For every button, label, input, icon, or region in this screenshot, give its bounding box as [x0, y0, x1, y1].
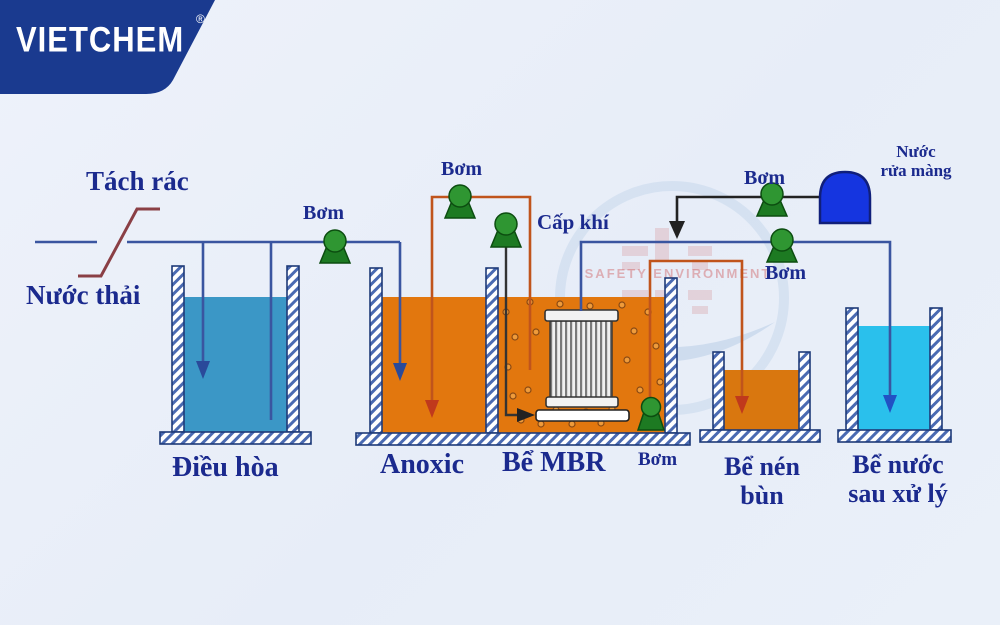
label-tank-sludge: Bể nén bùn: [703, 452, 821, 510]
pump-equalization: [318, 229, 352, 264]
membrane-module: [544, 309, 619, 408]
label-tank-treated-line1: Bể nước: [852, 450, 944, 479]
label-tank-sludge-line1: Bể nén: [724, 452, 800, 481]
label-pump-recirculation: Bơm: [441, 158, 483, 180]
logo-registered-mark: ®: [196, 12, 205, 26]
label-pump-permeate: Bơm: [765, 262, 807, 284]
label-trash-screen: Tách rác: [86, 166, 189, 196]
label-wash-water: Nước rửa màng: [856, 142, 976, 180]
watermark-text: SAFETY ENVIRONMENT: [584, 266, 772, 281]
tank-sludge-thickener: [699, 351, 821, 443]
label-influent: Nước thải: [26, 280, 141, 310]
pump-backwash: [755, 182, 789, 217]
pump-sludge: [636, 396, 666, 431]
label-pump-sludge: Bơm: [638, 449, 678, 470]
tank-equalization: [159, 265, 312, 445]
label-tank-treated: Bể nước sau xử lý: [830, 450, 966, 508]
logo-brand-text: VietChem: [16, 19, 185, 60]
tank-treated-water: [837, 307, 952, 443]
tank-anoxic: [369, 267, 486, 434]
influent-pipe: [35, 240, 402, 420]
permeate-pipe: [579, 240, 892, 396]
vietchem-logo: VietChem ®: [0, 0, 240, 110]
label-tank-treated-line2: sau xử lý: [848, 479, 948, 509]
wash-water-tank: [818, 170, 872, 225]
label-tank-sludge-line2: bùn: [740, 481, 784, 511]
label-wash-water-line2: rửa màng: [880, 161, 952, 181]
label-pump-backwash: Bơm: [744, 167, 786, 189]
air-diffuser: [535, 409, 630, 422]
sludge-pipe: [648, 259, 744, 400]
logo-shape: [0, 0, 215, 94]
label-air-supply: Cấp khí: [537, 210, 609, 234]
pump-air-blower: [489, 212, 523, 248]
flow-arrows: [196, 221, 897, 422]
label-pump-equalization: Bơm: [303, 202, 345, 224]
recirculation-pipe: [430, 195, 532, 401]
pump-permeate: [765, 228, 799, 263]
bar-screen-symbol: [78, 207, 160, 278]
label-tank-equalization: Điều hòa: [172, 452, 279, 483]
label-wash-water-line1: Nước: [896, 142, 936, 161]
pump-recirculation: [443, 184, 477, 219]
label-tank-mbr: Bể MBR: [502, 447, 606, 478]
air-pipe: [504, 246, 518, 417]
label-tank-anoxic: Anoxic: [380, 449, 464, 480]
